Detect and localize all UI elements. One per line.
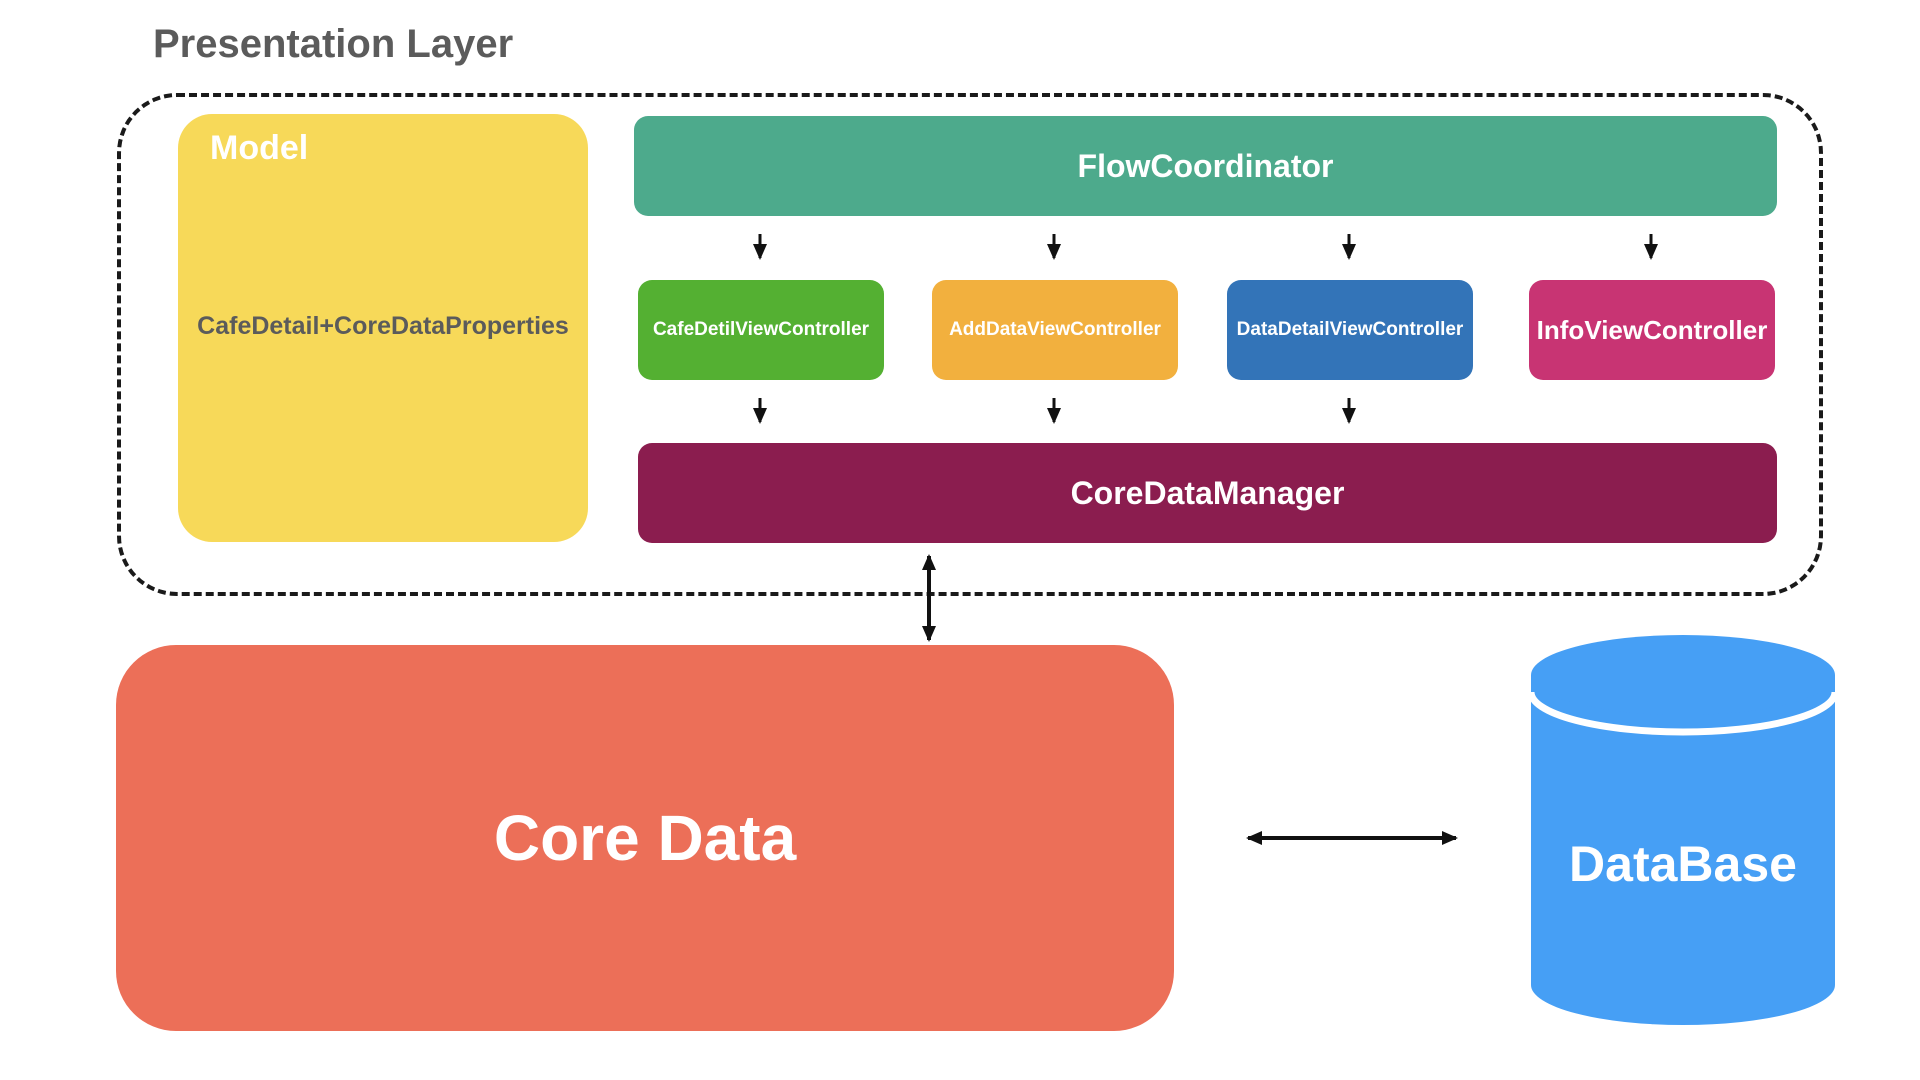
- database-cylinder: [1527, 635, 1839, 1025]
- model-entity-label: CafeDetail+CoreDataProperties: [197, 312, 569, 340]
- core-data-box: Core Data: [116, 645, 1174, 1031]
- model-title: Model: [210, 129, 309, 167]
- cafe-detail-view-controller-box: CafeDetilViewController: [638, 280, 884, 380]
- core-data-manager-box: CoreDataManager: [638, 443, 1777, 543]
- flow-coordinator-box: FlowCoordinator: [634, 116, 1777, 216]
- data-detail-view-controller-box: DataDetailViewController: [1227, 280, 1473, 380]
- database-label: DataBase: [1569, 836, 1797, 892]
- add-data-view-controller-box: AddDataViewController: [932, 280, 1178, 380]
- presentation-layer-frame: [117, 93, 1823, 596]
- presentation-layer-title: Presentation Layer: [153, 22, 514, 66]
- info-view-controller-box: InfoViewController: [1529, 280, 1775, 380]
- model-box: [178, 114, 588, 542]
